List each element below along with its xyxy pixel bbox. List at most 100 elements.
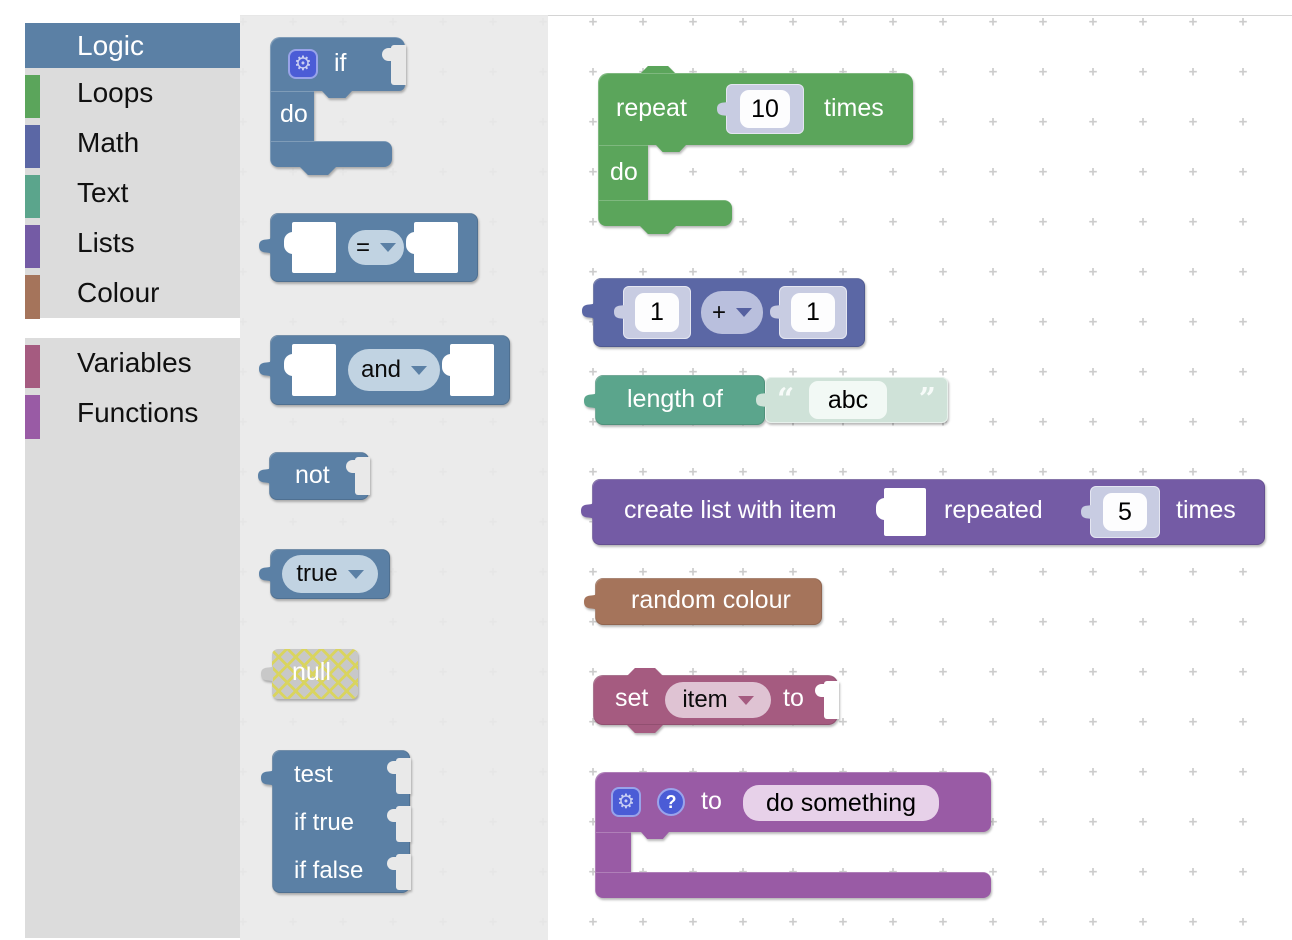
length-of-label: length of (627, 385, 723, 413)
grid-cross: + (638, 913, 648, 931)
grid-cross: + (788, 563, 798, 581)
grid-cross: + (1138, 713, 1148, 731)
help-icon[interactable]: ? (657, 788, 685, 816)
grid-cross: + (738, 663, 748, 681)
flyout-not-block[interactable]: not (258, 452, 370, 500)
category-label: Variables (77, 347, 192, 378)
flyout-and-block[interactable]: and (259, 335, 510, 405)
create-list-block[interactable]: create list with item repeated 5 times (581, 479, 1265, 545)
grid-cross: + (888, 63, 898, 81)
grid-cross: + (1038, 913, 1048, 931)
to-label: to (701, 787, 722, 815)
grid-cross: + (838, 913, 848, 931)
toolbox-category-text[interactable]: Text (25, 168, 240, 219)
grid-cross: + (588, 13, 598, 31)
gear-icon[interactable]: ⚙ (288, 49, 318, 79)
toolbox-category-functions[interactable]: Functions (25, 388, 240, 439)
grid-cross: + (1038, 813, 1048, 831)
grid-cross: + (588, 713, 598, 731)
grid-cross: + (1088, 713, 1098, 731)
grid-cross: + (1138, 463, 1148, 481)
grid-cross: + (988, 413, 998, 431)
repeat-block[interactable]: repeat 10 times do (598, 66, 938, 238)
grid-cross: + (1238, 363, 1248, 381)
grid-cross: + (638, 263, 648, 281)
toolbox-category-colour[interactable]: Colour (25, 268, 240, 319)
grid-cross: + (1238, 813, 1248, 831)
grid-cross: + (688, 463, 698, 481)
toolbox-category-loops[interactable]: Loops (25, 68, 240, 119)
grid-cross: + (888, 913, 898, 931)
logic-operator-dropdown[interactable]: and (348, 349, 440, 391)
grid-cross: + (738, 463, 748, 481)
grid-cross: + (788, 13, 798, 31)
toolbox-category-variables[interactable]: Variables (25, 338, 240, 389)
right-number-field[interactable]: 1 (791, 293, 835, 332)
grid-cross: + (938, 913, 948, 931)
repeat-count-field[interactable]: 10 (740, 90, 790, 128)
grid-cross: + (1238, 213, 1248, 231)
grid-cross: + (1188, 713, 1198, 731)
category-label: Loops (77, 77, 154, 108)
create-list-label: create list with item (624, 496, 837, 524)
grid-cross: + (838, 713, 848, 731)
grid-cross: + (888, 663, 898, 681)
operator-label: and (360, 356, 402, 383)
flyout-ternary-block[interactable]: test if true if false (261, 750, 411, 893)
comparison-operator-dropdown[interactable]: = (348, 230, 404, 265)
toolbox-category-logic[interactable]: Logic (25, 23, 240, 68)
category-label: Colour (77, 277, 160, 308)
text-value-field[interactable]: abc (809, 381, 887, 419)
grid-cross: + (1238, 13, 1248, 31)
grid-cross: + (1188, 63, 1198, 81)
toolbox-category-math[interactable]: Math (25, 118, 240, 169)
grid-cross: + (738, 163, 748, 181)
grid-cross: + (688, 263, 698, 281)
procedure-name-field[interactable]: do something (743, 785, 939, 821)
flyout-compare-block[interactable]: = (259, 213, 478, 282)
grid-cross: + (888, 463, 898, 481)
grid-cross: + (738, 13, 748, 31)
count-field[interactable]: 5 (1103, 493, 1147, 531)
grid-cross: + (938, 13, 948, 31)
arithmetic-block[interactable]: 1 + 1 (582, 278, 865, 347)
grid-cross: + (938, 463, 948, 481)
grid-cross: + (988, 13, 998, 31)
times-label: times (824, 94, 884, 122)
grid-cross: + (1038, 313, 1048, 331)
toolbox-category-lists[interactable]: Lists (25, 218, 240, 269)
grid-cross: + (938, 563, 948, 581)
grid-cross: + (988, 613, 998, 631)
grid-cross: + (1238, 863, 1248, 881)
chevron-down-icon (347, 569, 364, 579)
set-variable-block[interactable]: set item to (593, 668, 839, 733)
variable-dropdown[interactable]: item (665, 682, 771, 718)
grid-cross: + (988, 213, 998, 231)
procedure-block[interactable]: ⚙ ? to do something (595, 772, 995, 902)
grid-cross: + (988, 63, 998, 81)
grid-cross: + (1088, 663, 1098, 681)
flyout-boolean-block[interactable]: true (259, 549, 390, 599)
grid-cross: + (1038, 163, 1048, 181)
grid-cross: + (938, 63, 948, 81)
flyout-null-block[interactable]: null (261, 649, 358, 699)
left-number-field[interactable]: 1 (635, 293, 679, 332)
random-colour-block[interactable]: random colour (584, 578, 822, 625)
grid-cross: + (588, 163, 598, 181)
grid-cross: + (688, 363, 698, 381)
grid-cross: + (1188, 113, 1198, 131)
boolean-dropdown[interactable]: true (282, 555, 378, 593)
grid-cross: + (1238, 163, 1248, 181)
if-true-socket (387, 806, 411, 842)
category-colour-strip (25, 275, 40, 319)
grid-cross: + (988, 163, 998, 181)
grid-cross: + (588, 213, 598, 231)
times-label: times (1176, 496, 1236, 524)
length-of-block[interactable]: length of “ abc ” (584, 375, 948, 427)
math-operator-dropdown[interactable]: + (701, 291, 763, 334)
gear-icon[interactable]: ⚙ (611, 787, 641, 817)
null-label: null (292, 658, 331, 686)
flyout-if-block[interactable]: ⚙ if do (270, 37, 420, 177)
